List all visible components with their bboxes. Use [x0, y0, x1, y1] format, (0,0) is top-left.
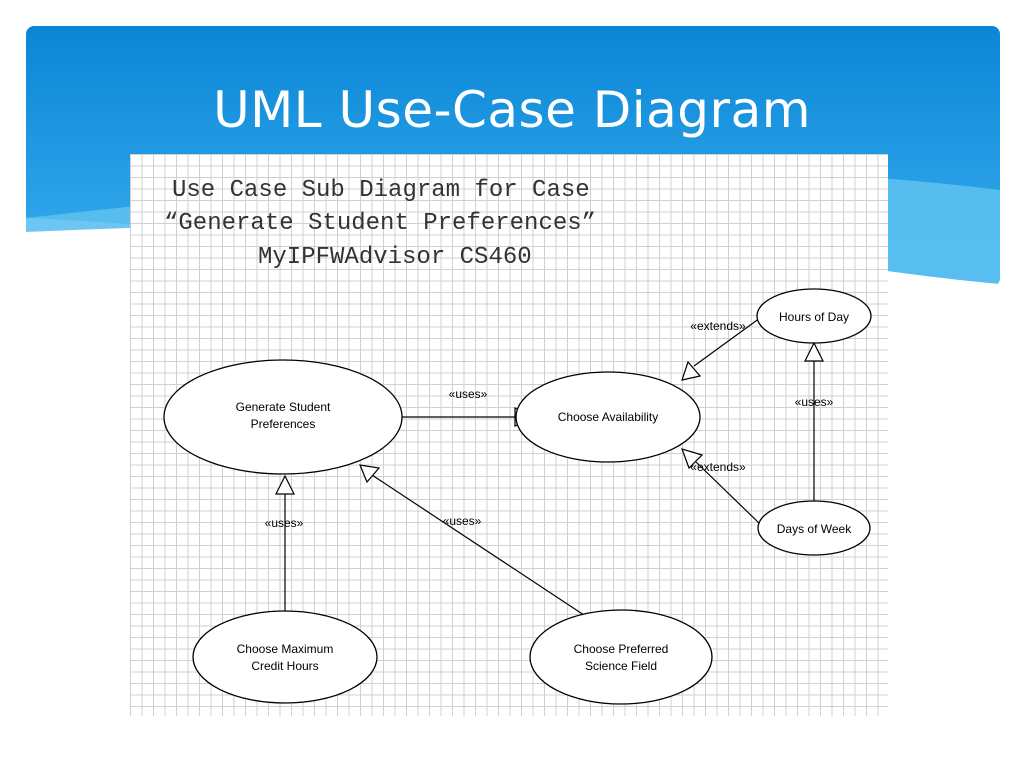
label-generate-student-preferences-2: Preferences [251, 417, 316, 431]
edge-days-extends-availability [695, 461, 761, 525]
label-hours-of-day: Hours of Day [779, 310, 849, 324]
slide-title: UML Use-Case Diagram [213, 81, 811, 139]
stereotype-days-extends-availability: «extends» [690, 460, 746, 474]
arrowhead-days-uses-hours [804, 341, 824, 362]
diagram-heading-line-1: Use Case Sub Diagram for Case [172, 177, 590, 204]
label-choose-maximum-credit-hours-1: Choose Maximum [237, 642, 334, 656]
diagram-heading-line-3: MyIPFWAdvisor CS460 [258, 244, 532, 271]
label-choose-preferred-science-field-2: Science Field [585, 659, 657, 673]
use-case-choose-availability [515, 371, 701, 463]
stereotype-hours-extends-availability: «extends» [690, 319, 746, 333]
use-case-days-of-week [757, 500, 871, 556]
diagram-heading-line-2: “Generate Student Preferences” [164, 210, 597, 237]
stereotype-maxcredit-uses-gsp: «uses» [265, 516, 304, 530]
diagram-canvas: Generate Student Preferences Choose Avai… [163, 288, 872, 705]
edge-hours-extends-availability [693, 317, 761, 367]
edge-science-uses-gsp [371, 474, 591, 620]
arrowhead-days-extends-availability [681, 448, 704, 470]
use-case-choose-preferred-science-field [529, 609, 713, 705]
use-case-diagram: Use Case Sub Diagram for Case “Generate … [130, 154, 888, 716]
label-choose-preferred-science-field-1: Choose Preferred [574, 642, 669, 656]
use-case-choose-maximum-credit-hours [192, 610, 378, 704]
stereotype-science-uses-gsp: «uses» [443, 514, 482, 528]
use-case-generate-student-preferences [163, 359, 403, 475]
arrowhead-hours-extends-availability [681, 360, 702, 381]
label-generate-student-preferences-1: Generate Student [236, 400, 331, 414]
label-days-of-week: Days of Week [777, 522, 852, 536]
label-choose-availability: Choose Availability [558, 410, 659, 424]
use-case-hours-of-day [756, 288, 872, 344]
stereotype-gsp-uses-availability: «uses» [449, 387, 488, 401]
stereotype-days-uses-hours: «uses» [795, 395, 834, 409]
label-choose-maximum-credit-hours-2: Credit Hours [251, 659, 318, 673]
arrowhead-maxcredit-uses-gsp [275, 474, 295, 495]
arrowhead-science-uses-gsp [359, 464, 381, 484]
